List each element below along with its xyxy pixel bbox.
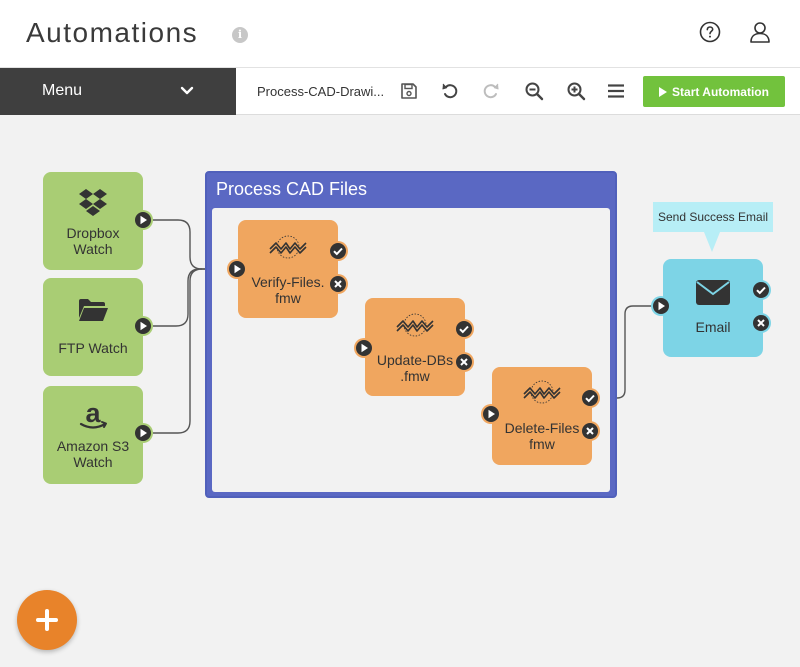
success-port[interactable]	[579, 387, 601, 409]
svg-text:a: a	[85, 398, 101, 428]
trigger-amazon-s3-watch[interactable]: a Amazon S3 Watch	[43, 386, 143, 484]
plus-icon	[36, 609, 58, 631]
action-label: Email	[695, 319, 731, 335]
fme-workspace-icon	[269, 235, 307, 259]
workspace-delete-files[interactable]: Delete-Files fmw	[492, 367, 592, 465]
start-automation-button[interactable]: Start Automation	[643, 76, 785, 107]
workspace-label: Update-DBs	[376, 352, 454, 368]
info-icon[interactable]: i	[232, 27, 248, 43]
workspace-label: .fmw	[400, 368, 430, 384]
failure-port[interactable]	[579, 420, 601, 442]
folder-icon	[79, 299, 108, 321]
tooltip: Send Success Email	[653, 202, 773, 232]
workspace-label: fmw	[275, 290, 301, 306]
workspace-input-port[interactable]	[480, 403, 502, 425]
success-port[interactable]	[453, 318, 475, 340]
automation-canvas[interactable]: Dropbox Watch FTP Watch a Amazon S3 Watc…	[0, 116, 800, 667]
trigger-output-port[interactable]	[132, 315, 154, 337]
question-circle-icon[interactable]	[699, 21, 721, 43]
page-title: Automations	[26, 17, 199, 48]
trigger-label: FTP Watch	[58, 340, 128, 356]
workspace-verify-files[interactable]: Verify-Files. fmw	[238, 220, 338, 318]
workspace-update-dbs[interactable]: Update-DBs .fmw	[365, 298, 465, 396]
add-button[interactable]	[17, 590, 77, 650]
trigger-ftp-watch[interactable]: FTP Watch	[43, 278, 143, 376]
workspace-input-port[interactable]	[353, 337, 375, 359]
menu-label: Menu	[42, 82, 83, 99]
workspace-input-port[interactable]	[226, 258, 248, 280]
undo-icon[interactable]	[440, 81, 460, 101]
fme-workspace-icon	[396, 313, 434, 337]
tooltip-arrow	[704, 232, 720, 252]
trigger-label: Dropbox	[66, 225, 120, 241]
fme-workspace-icon	[523, 380, 561, 404]
play-icon	[659, 86, 668, 97]
toolbar: Menu Process-CAD-Drawi... Start Automati…	[0, 68, 800, 115]
failure-port[interactable]	[453, 351, 475, 373]
user-icon[interactable]	[748, 20, 772, 44]
trigger-output-port[interactable]	[132, 422, 154, 444]
group-title: Process CAD Files	[216, 179, 368, 199]
envelope-icon	[696, 280, 730, 305]
success-port[interactable]	[750, 279, 772, 301]
workspace-label: Delete-Files	[504, 420, 580, 436]
action-email[interactable]: Email	[663, 259, 763, 357]
menu-dropdown[interactable]: Menu	[0, 68, 236, 115]
redo-icon[interactable]	[481, 81, 501, 101]
workspace-label: fmw	[529, 436, 555, 452]
dropbox-icon	[79, 189, 107, 216]
trigger-label: Watch	[73, 454, 113, 470]
trigger-label: Amazon S3	[56, 438, 130, 454]
trigger-dropbox-watch[interactable]: Dropbox Watch	[43, 172, 143, 270]
zoom-in-icon[interactable]	[566, 81, 586, 101]
hamburger-icon[interactable]	[606, 81, 626, 101]
start-automation-label: Start Automation	[672, 84, 769, 99]
workspace-name[interactable]: Process-CAD-Drawi...	[257, 84, 385, 99]
success-port[interactable]	[327, 240, 349, 262]
amazon-icon: a	[79, 398, 107, 429]
zoom-out-icon[interactable]	[524, 81, 544, 101]
action-input-port[interactable]	[650, 295, 672, 317]
trigger-output-port[interactable]	[132, 209, 154, 231]
save-icon[interactable]	[399, 81, 419, 101]
failure-port[interactable]	[750, 312, 772, 334]
app-header: Automations i	[0, 0, 800, 68]
workspace-label: Verify-Files.	[251, 274, 325, 290]
trigger-label: Watch	[73, 241, 113, 257]
chevron-down-icon	[180, 86, 194, 95]
failure-port[interactable]	[327, 273, 349, 295]
